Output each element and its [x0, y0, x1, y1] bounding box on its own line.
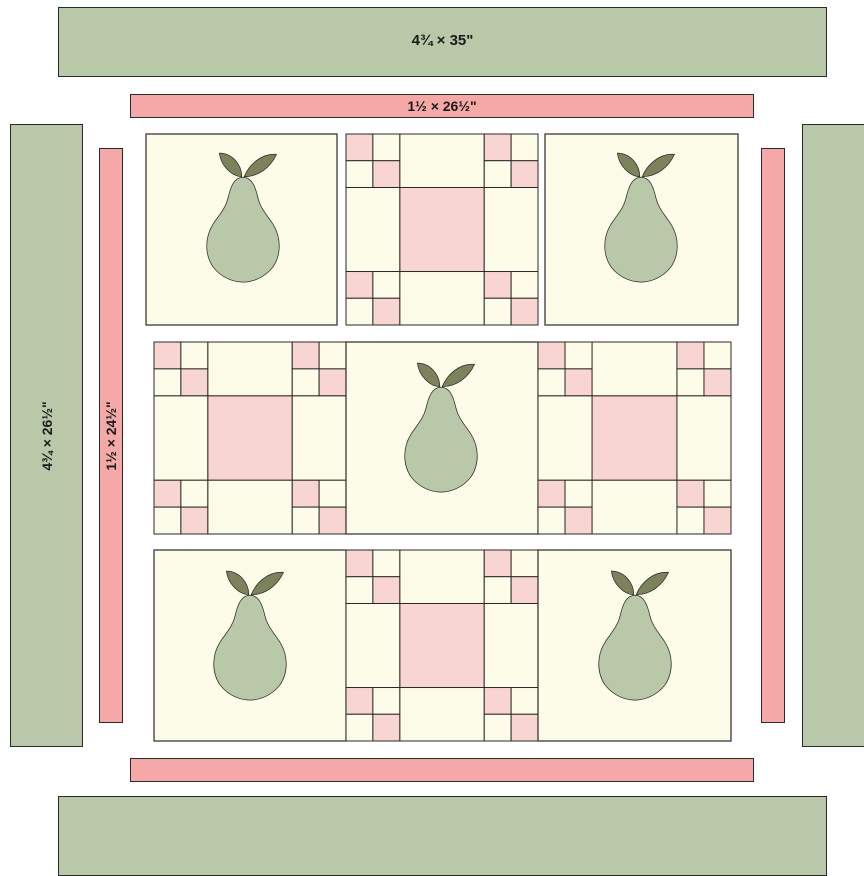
corner-square-pink: [346, 550, 373, 577]
corner-square-pink: [538, 342, 565, 369]
corner-square-pink: [565, 369, 592, 396]
corner-square-cream: [373, 134, 400, 161]
center-square: [400, 603, 484, 687]
side-rect: [400, 134, 484, 187]
corner-square-cream: [511, 550, 538, 577]
corner-square-cream: [677, 369, 704, 396]
corner-square-cream: [373, 688, 400, 715]
corner-square-cream: [346, 577, 373, 604]
nine-patch-block-r2c3: [538, 342, 731, 534]
corner-square-pink: [154, 480, 181, 507]
corner-square-pink: [511, 298, 538, 325]
side-rect: [400, 272, 484, 325]
corner-square-pink: [484, 272, 511, 299]
center-square: [400, 187, 484, 271]
corner-square-cream: [292, 507, 319, 534]
corner-square-pink: [319, 369, 346, 396]
corner-square-cream: [319, 480, 346, 507]
corner-square-cream: [154, 369, 181, 396]
corner-square-pink: [346, 688, 373, 715]
side-rect: [538, 396, 592, 480]
pear-block-r1c3: [545, 134, 738, 325]
corner-square-cream: [181, 480, 208, 507]
corner-square-pink: [565, 507, 592, 534]
side-rect: [346, 187, 400, 271]
corner-square-pink: [346, 272, 373, 299]
corner-square-cream: [373, 550, 400, 577]
corner-square-cream: [484, 577, 511, 604]
corner-square-cream: [484, 161, 511, 188]
corner-square-cream: [373, 272, 400, 299]
corner-square-pink: [511, 577, 538, 604]
corner-square-cream: [704, 480, 731, 507]
corner-square-pink: [373, 161, 400, 188]
corner-square-cream: [346, 298, 373, 325]
corner-square-pink: [319, 507, 346, 534]
corner-square-pink: [538, 480, 565, 507]
side-rect: [484, 187, 538, 271]
corner-square-pink: [373, 577, 400, 604]
corner-square-cream: [484, 714, 511, 741]
corner-square-cream: [677, 507, 704, 534]
corner-square-cream: [484, 298, 511, 325]
nine-patch-block-r2c1: [154, 342, 346, 534]
center-square: [208, 396, 292, 480]
corner-square-pink: [484, 550, 511, 577]
side-rect: [484, 603, 538, 687]
corner-square-pink: [484, 134, 511, 161]
pear-block-r3c3: [538, 550, 731, 741]
corner-square-pink: [677, 342, 704, 369]
pear-block-r2c2: [346, 342, 538, 534]
center-square: [592, 396, 677, 480]
side-rect: [346, 603, 400, 687]
side-rect: [400, 688, 484, 741]
side-rect: [400, 550, 484, 603]
side-rect: [292, 396, 346, 480]
side-rect: [592, 342, 677, 396]
corner-square-cream: [346, 161, 373, 188]
corner-square-cream: [346, 714, 373, 741]
corner-square-pink: [373, 714, 400, 741]
corner-square-cream: [565, 480, 592, 507]
corner-square-pink: [292, 342, 319, 369]
corner-square-cream: [704, 342, 731, 369]
corner-square-pink: [181, 507, 208, 534]
corner-square-cream: [565, 342, 592, 369]
corner-square-pink: [373, 298, 400, 325]
side-rect: [208, 342, 292, 396]
nine-patch-block-r3c2: [346, 550, 538, 741]
corner-square-pink: [704, 369, 731, 396]
corner-square-cream: [538, 369, 565, 396]
corner-square-pink: [484, 688, 511, 715]
side-rect: [154, 396, 208, 480]
corner-square-pink: [511, 161, 538, 188]
corner-square-cream: [511, 688, 538, 715]
corner-square-cream: [154, 507, 181, 534]
side-rect: [677, 396, 731, 480]
corner-square-pink: [154, 342, 181, 369]
pear-block-r1c1: [146, 134, 337, 325]
side-rect: [208, 480, 292, 534]
corner-square-pink: [292, 480, 319, 507]
corner-square-pink: [677, 480, 704, 507]
corner-square-cream: [181, 342, 208, 369]
corner-square-cream: [511, 272, 538, 299]
corner-square-pink: [346, 134, 373, 161]
corner-square-pink: [704, 507, 731, 534]
nine-patch-block-r1c2: [346, 134, 538, 325]
pear-block-r3c1: [154, 550, 346, 741]
corner-square-pink: [511, 714, 538, 741]
corner-square-cream: [511, 134, 538, 161]
side-rect: [592, 480, 677, 534]
corner-square-cream: [538, 507, 565, 534]
corner-square-cream: [292, 369, 319, 396]
corner-square-cream: [319, 342, 346, 369]
corner-square-pink: [181, 369, 208, 396]
